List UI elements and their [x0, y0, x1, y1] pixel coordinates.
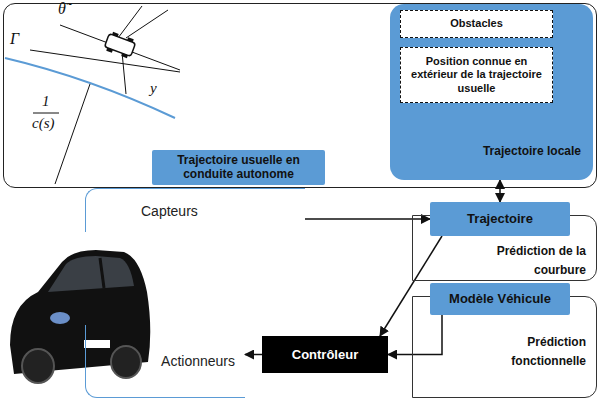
connector-arrow [388, 315, 442, 355]
fraction-bar [33, 113, 59, 114]
sensor-ray [126, 10, 168, 38]
car-wheel [22, 349, 54, 383]
sensor-frame: Capteurs [85, 188, 305, 232]
node-text: Position connue en extérieur de la traje… [406, 55, 547, 95]
math-label: c(s) [32, 115, 55, 132]
actuator-frame: Actionneurs [85, 325, 245, 398]
math-label: y [150, 80, 157, 97]
process-box: Trajectoire [430, 202, 570, 236]
node-text: Prédiction de la courbure [468, 242, 586, 280]
car-wheel [111, 346, 141, 378]
sensor-ray [118, 6, 142, 38]
node-text: Trajectoire locale [483, 144, 581, 158]
node-text: Trajectoire [467, 211, 533, 227]
node-text: Modèle Véhicule [449, 291, 551, 307]
car-window [48, 256, 134, 292]
car-logo [50, 312, 70, 324]
car-pillar [100, 258, 104, 288]
connector-arrow [245, 354, 262, 356]
math-label: Γ [10, 30, 19, 48]
node-text: Contrôleur [292, 347, 358, 362]
goal-box: Trajectoire usuelle en conduite autonome [152, 150, 325, 185]
math-label: 1 [42, 93, 50, 110]
car-top-view [103, 31, 136, 59]
connector-arrow [499, 180, 501, 202]
node-text: Prédiction fonctionnelle [468, 333, 586, 371]
dashed-box: Obstacles [400, 10, 553, 38]
controller-box: Contrôleur [262, 336, 388, 373]
process-box: Modèle Véhicule [430, 283, 570, 315]
tangent-line [30, 50, 180, 72]
radius-line [55, 84, 90, 184]
node-text: Capteurs [141, 203, 198, 219]
dashed-box: Position connue en extérieur de la traje… [400, 47, 553, 103]
offset-line [122, 52, 126, 94]
math-label: θ̃ [58, 0, 66, 18]
node-text: Actionneurs [161, 353, 235, 369]
curve-gamma [5, 58, 175, 118]
local-region: Trajectoire locale ObstaclesPosition conn… [390, 4, 593, 180]
license-plate [84, 340, 110, 348]
node-text: Obstacles [450, 17, 503, 30]
node-text: Trajectoire usuelle en conduite autonome [158, 153, 319, 182]
